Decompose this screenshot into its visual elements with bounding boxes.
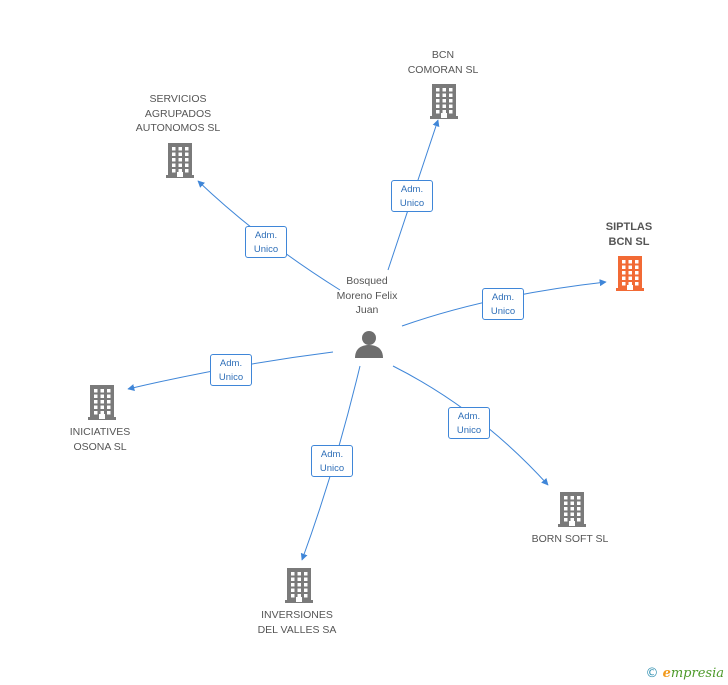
company-name-line: OSONA SL	[73, 440, 127, 453]
edge-role-line1: Adm.	[400, 184, 424, 195]
edge-label-servicios[interactable]: Adm. Unico	[245, 226, 287, 258]
person-icon[interactable]	[354, 329, 384, 359]
copyright-symbol: ©	[645, 666, 659, 681]
building-icon[interactable]	[430, 84, 458, 124]
company-name-line: SERVICIOS	[149, 93, 207, 105]
edge-role-line2: Unico	[218, 372, 244, 383]
edge-label-siptlas[interactable]: Adm. Unico	[482, 288, 524, 320]
company-label-born-soft[interactable]: BORN SOFT SL	[495, 532, 645, 547]
company-label-inversiones[interactable]: INVERSIONES DEL VALLES SA	[222, 608, 372, 637]
building-icon[interactable]	[88, 385, 116, 425]
edge-role-line1: Adm.	[491, 292, 515, 303]
company-name-line: INVERSIONES	[261, 609, 333, 621]
edge-role-line2: Unico	[399, 198, 425, 209]
edge-role-line2: Unico	[319, 463, 345, 474]
company-name-line: COMORAN SL	[407, 63, 479, 76]
edge-label-inversiones[interactable]: Adm. Unico	[311, 445, 353, 477]
company-name-line: BCN	[431, 49, 455, 61]
company-label-servicios[interactable]: SERVICIOS AGRUPADOS AUTONOMOS SL	[103, 92, 253, 136]
edge-role-line1: Adm.	[457, 411, 481, 422]
building-icon[interactable]	[616, 256, 644, 296]
edge-role-line2: Unico	[490, 306, 516, 317]
edge-role-line1: Adm.	[320, 449, 344, 460]
company-name-line: DEL VALLES SA	[257, 623, 337, 636]
edge-label-bcn-comoran[interactable]: Adm. Unico	[391, 180, 433, 212]
company-label-siptlas[interactable]: SIPTLAS BCN SL	[554, 220, 704, 249]
company-name-line: INICIATIVES	[69, 426, 131, 438]
building-icon[interactable]	[558, 492, 586, 532]
brand-initial: e	[662, 666, 671, 681]
building-icon[interactable]	[166, 143, 194, 183]
building-icon[interactable]	[285, 568, 313, 608]
company-name-line: AUTONOMOS SL	[135, 122, 221, 134]
edge-role-line2: Unico	[456, 425, 482, 436]
company-name-line: SIPTLAS	[605, 221, 653, 233]
brand-rest: mpresia	[670, 666, 724, 681]
company-name-line: BORN SOFT SL	[531, 533, 609, 545]
center-name-line: Moreno Felix	[336, 289, 398, 302]
edge-label-iniciatives[interactable]: Adm. Unico	[210, 354, 252, 386]
empresia-logo: © empresia	[645, 666, 724, 681]
edge-label-born-soft[interactable]: Adm. Unico	[448, 407, 490, 439]
edge-role-line2: Unico	[253, 244, 279, 255]
center-person-label[interactable]: Bosqued Moreno Felix Juan	[292, 274, 442, 318]
company-label-bcn-comoran[interactable]: BCN COMORAN SL	[368, 48, 518, 77]
company-label-iniciatives[interactable]: INICIATIVES OSONA SL	[25, 425, 175, 454]
company-name-line: AGRUPADOS	[144, 107, 212, 120]
center-name-line: Juan	[355, 304, 379, 316]
edge-role-line1: Adm.	[219, 358, 243, 369]
edge-role-line1: Adm.	[254, 230, 278, 241]
company-name-line: BCN SL	[608, 235, 650, 248]
center-name-line: Bosqued	[346, 275, 388, 287]
